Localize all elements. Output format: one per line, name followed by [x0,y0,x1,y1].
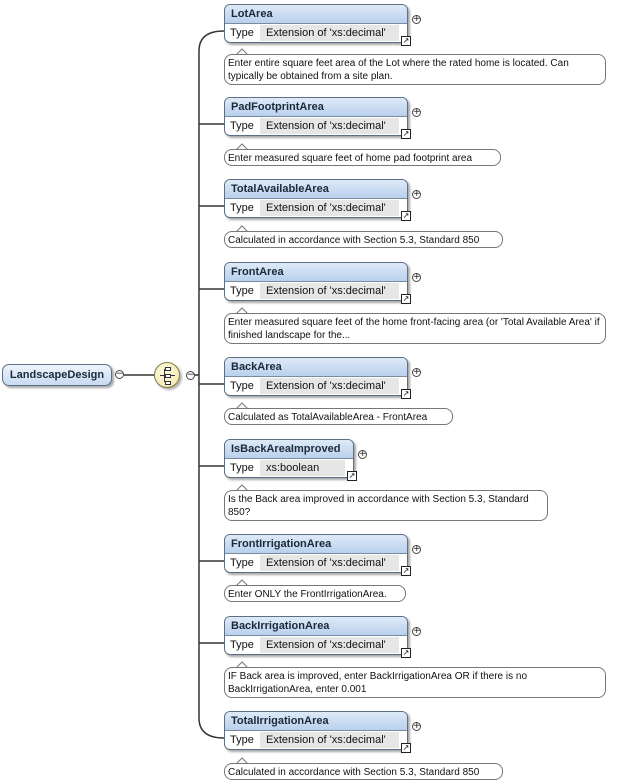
type-link-icon[interactable]: ↗ [401,211,411,221]
documentation-annotation: Calculated as TotalAvailableArea - Front… [224,408,453,425]
documentation-annotation: Enter entire square feet area of the Lot… [224,54,606,85]
expand-toggle[interactable]: + [412,14,421,24]
type-link-icon[interactable]: ↗ [401,129,411,139]
annotation-pointer [235,757,249,765]
annotation-pointer [235,307,249,315]
element-name: BackArea [225,358,407,377]
type-value: Extension of 'xs:decimal' [260,118,399,134]
type-row: Type Extension of 'xs:decimal' [225,117,407,135]
type-row: Type xs:boolean [225,459,353,477]
type-label: Type [230,462,254,474]
documentation-annotation: Is the Back area improved in accordance … [224,490,548,521]
expand-toggle[interactable]: + [412,107,421,117]
type-label: Type [230,202,254,214]
type-link-icon[interactable]: ↗ [347,471,357,481]
type-link-icon[interactable]: ↗ [401,36,411,46]
expand-toggle[interactable]: + [412,189,421,199]
element-name: LotArea [225,5,407,24]
type-row: Type Extension of 'xs:decimal' [225,24,407,42]
annotation-pointer [235,661,249,669]
documentation-annotation: Calculated in accordance with Section 5.… [224,231,503,248]
documentation-annotation: Enter measured square feet of home pad f… [224,149,501,166]
type-row: Type Extension of 'xs:decimal' [225,377,407,395]
expand-toggle[interactable]: + [358,449,367,459]
element-name: PadFootprintArea [225,98,407,117]
type-value: Extension of 'xs:decimal' [260,25,399,41]
root-element-box[interactable]: LandscapeDesign [2,364,112,386]
type-link-icon[interactable]: ↗ [401,566,411,576]
type-value: Extension of 'xs:decimal' [260,283,399,299]
expand-toggle[interactable]: + [412,721,421,731]
element-name: IsBackAreaImproved [225,440,353,459]
type-label: Type [230,285,254,297]
type-value: Extension of 'xs:decimal' [260,200,399,216]
type-label: Type [230,557,254,569]
type-link-icon[interactable]: ↗ [401,743,411,753]
annotation-pointer [235,402,249,410]
element-name: TotalAvailableArea [225,180,407,199]
type-label: Type [230,639,254,651]
expand-toggle[interactable]: + [412,272,421,282]
type-link-icon[interactable]: ↗ [401,389,411,399]
type-row: Type Extension of 'xs:decimal' [225,199,407,217]
type-label: Type [230,120,254,132]
documentation-annotation: Enter measured square feet of the home f… [224,313,606,344]
compositor-collapse-toggle[interactable]: − [186,370,195,380]
type-label: Type [230,27,254,39]
expand-toggle[interactable]: + [412,626,421,636]
annotation-pointer [235,48,249,56]
root-collapse-toggle[interactable]: − [115,369,124,379]
sequence-compositor-icon[interactable] [154,362,180,388]
documentation-annotation: Calculated in accordance with Section 5.… [224,763,503,780]
type-link-icon[interactable]: ↗ [401,648,411,658]
type-label: Type [230,380,254,392]
type-row: Type Extension of 'xs:decimal' [225,554,407,572]
type-value: Extension of 'xs:decimal' [260,555,399,571]
type-label: Type [230,734,254,746]
type-row: Type Extension of 'xs:decimal' [225,731,407,749]
element-name: BackIrrigationArea [225,617,407,636]
type-value: Extension of 'xs:decimal' [260,637,399,653]
type-value: Extension of 'xs:decimal' [260,378,399,394]
type-link-icon[interactable]: ↗ [401,294,411,304]
expand-toggle[interactable]: + [412,544,421,554]
documentation-annotation: Enter ONLY the FrontIrrigationArea. [224,585,406,602]
annotation-pointer [235,225,249,233]
type-row: Type Extension of 'xs:decimal' [225,282,407,300]
annotation-pointer [235,143,249,151]
element-name: FrontArea [225,263,407,282]
element-name: FrontIrrigationArea [225,535,407,554]
annotation-pointer [235,579,249,587]
type-value: Extension of 'xs:decimal' [260,732,399,748]
expand-toggle[interactable]: + [412,367,421,377]
type-row: Type Extension of 'xs:decimal' [225,636,407,654]
type-value: xs:boolean [260,460,345,476]
annotation-pointer [235,484,249,492]
root-element-name: LandscapeDesign [9,369,105,381]
element-name: TotalIrrigationArea [225,712,407,731]
documentation-annotation: IF Back area is improved, enter BackIrri… [224,667,606,698]
